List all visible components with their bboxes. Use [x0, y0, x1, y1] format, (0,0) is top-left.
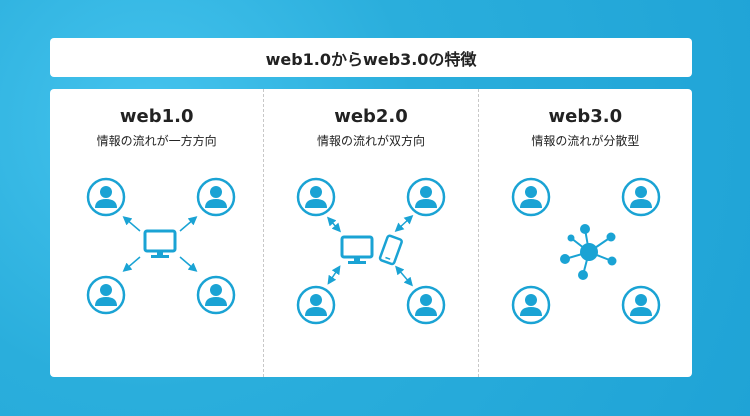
smartphone-icon: [379, 234, 404, 266]
web3-column: web3.0 情報の流れが分散型: [477, 89, 692, 377]
web2-subtitle: 情報の流れが双方向: [316, 134, 425, 148]
user-icon: [297, 177, 336, 217]
monitor-icon: [143, 229, 177, 258]
web2-title: web2.0: [334, 106, 408, 127]
user-icon: [407, 177, 446, 217]
user-icon: [196, 275, 236, 315]
user-icon: [407, 285, 446, 325]
user-icon: [511, 285, 550, 325]
web1-column: web1.0 情報の流れが一方方向: [50, 89, 263, 377]
web3-diagram: [511, 177, 660, 325]
user-icon: [621, 177, 660, 217]
user-icon: [621, 285, 660, 325]
monitor-icon: [340, 235, 374, 264]
user-icon: [86, 275, 126, 315]
web1-diagram: [86, 177, 236, 315]
main-title: web1.0からweb3.0の特徴: [50, 38, 692, 77]
arrow-icon: [327, 214, 414, 287]
comparison-panel: web1.0 情報の流れが一方方向: [50, 89, 692, 377]
web3-title: web3.0: [548, 106, 623, 127]
web1-subtitle: 情報の流れが一方方向: [96, 134, 217, 148]
web1-title: web1.0: [119, 106, 194, 127]
user-icon: [511, 177, 550, 217]
user-icon: [196, 177, 236, 217]
web3-subtitle: 情報の流れが分散型: [531, 134, 640, 148]
user-icon: [297, 285, 336, 325]
arrow-icon: [122, 216, 198, 272]
network-node-icon: [559, 224, 617, 280]
web2-diagram: [297, 177, 446, 325]
web2-column: web2.0 情報の流れが双方向: [263, 89, 477, 377]
user-icon: [86, 177, 126, 217]
